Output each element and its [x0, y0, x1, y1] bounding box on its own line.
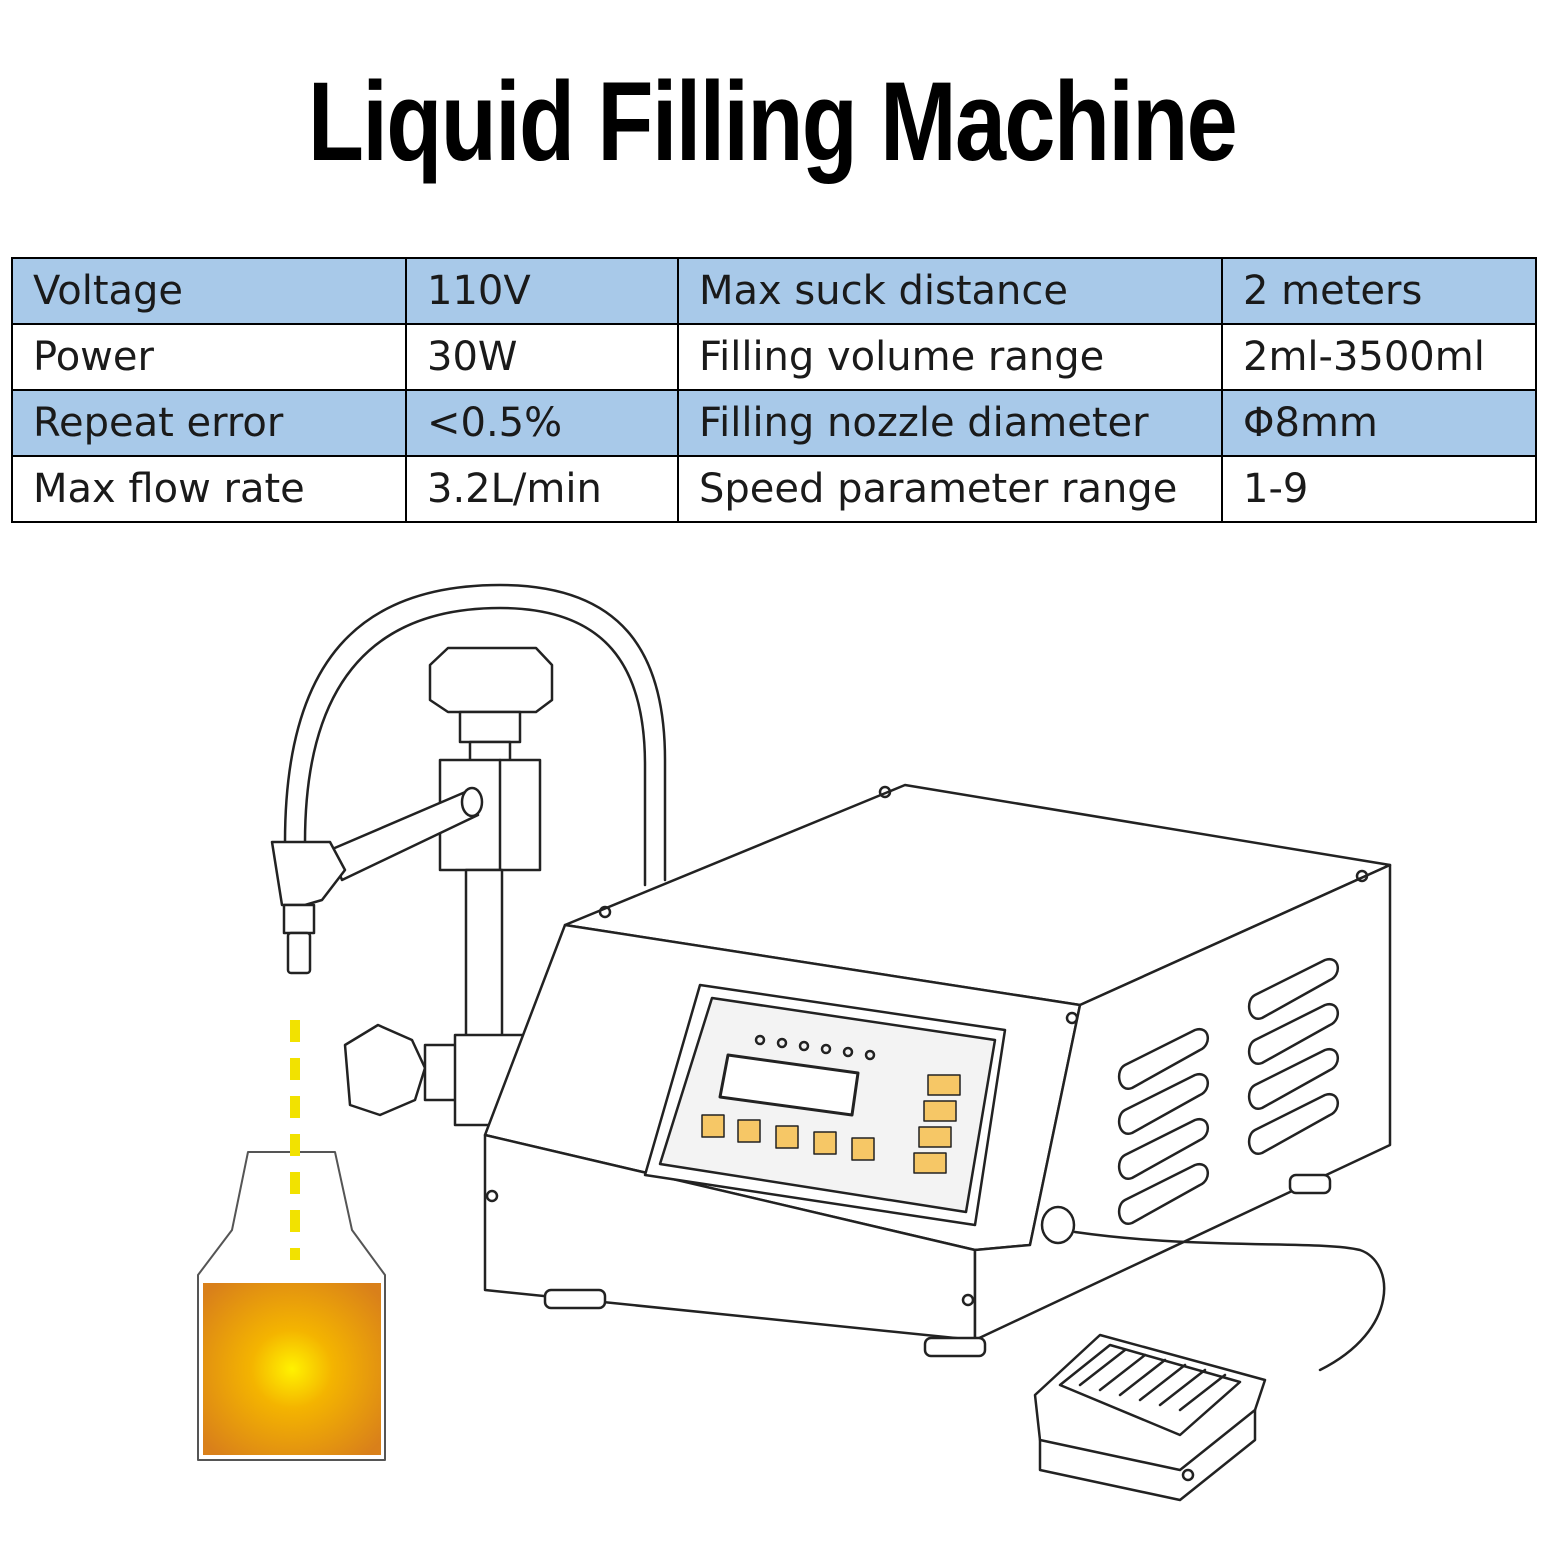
- hose: [283, 583, 667, 887]
- foot-pedal: [1033, 1333, 1267, 1502]
- spec-value: 3.2L/min: [405, 455, 679, 523]
- spec-value: 110V: [405, 257, 679, 325]
- spec-row: Voltage 110V Max suck distance 2 meters: [11, 257, 1537, 325]
- spec-label: Max suck distance: [677, 257, 1223, 325]
- spec-value: 30W: [405, 323, 679, 391]
- spec-label: Power: [11, 323, 407, 391]
- spec-value: 1-9: [1221, 455, 1537, 523]
- nozzle: [270, 840, 347, 975]
- spec-label: Filling nozzle diameter: [677, 389, 1223, 457]
- spec-label: Voltage: [11, 257, 407, 325]
- spec-label: Repeat error: [11, 389, 407, 457]
- spec-value: Φ8mm: [1221, 389, 1537, 457]
- spec-value: 2 meters: [1221, 257, 1537, 325]
- spec-row: Power 30W Filling volume range 2ml-3500m…: [11, 323, 1537, 391]
- adjust-knob: [428, 646, 554, 764]
- spec-row: Max flow rate 3.2L/min Speed parameter r…: [11, 455, 1537, 523]
- vent-slots: [1117, 957, 1339, 1225]
- spec-value: <0.5%: [405, 389, 679, 457]
- spec-label: Speed parameter range: [677, 455, 1223, 523]
- bottle: [197, 1151, 386, 1461]
- spec-value: 2ml-3500ml: [1221, 323, 1537, 391]
- machine-illustration: [197, 583, 1392, 1502]
- spec-row: Repeat error <0.5% Filling nozzle diamet…: [11, 389, 1537, 457]
- spec-label: Max flow rate: [11, 455, 407, 523]
- spec-label: Filling volume range: [677, 323, 1223, 391]
- pedal-cable: [1040, 1205, 1386, 1372]
- control-panel: [643, 983, 1007, 1227]
- spec-table: Voltage 110V Max suck distance 2 meters …: [11, 257, 1537, 523]
- page-title: Liquid Filling Machine: [307, 59, 1238, 184]
